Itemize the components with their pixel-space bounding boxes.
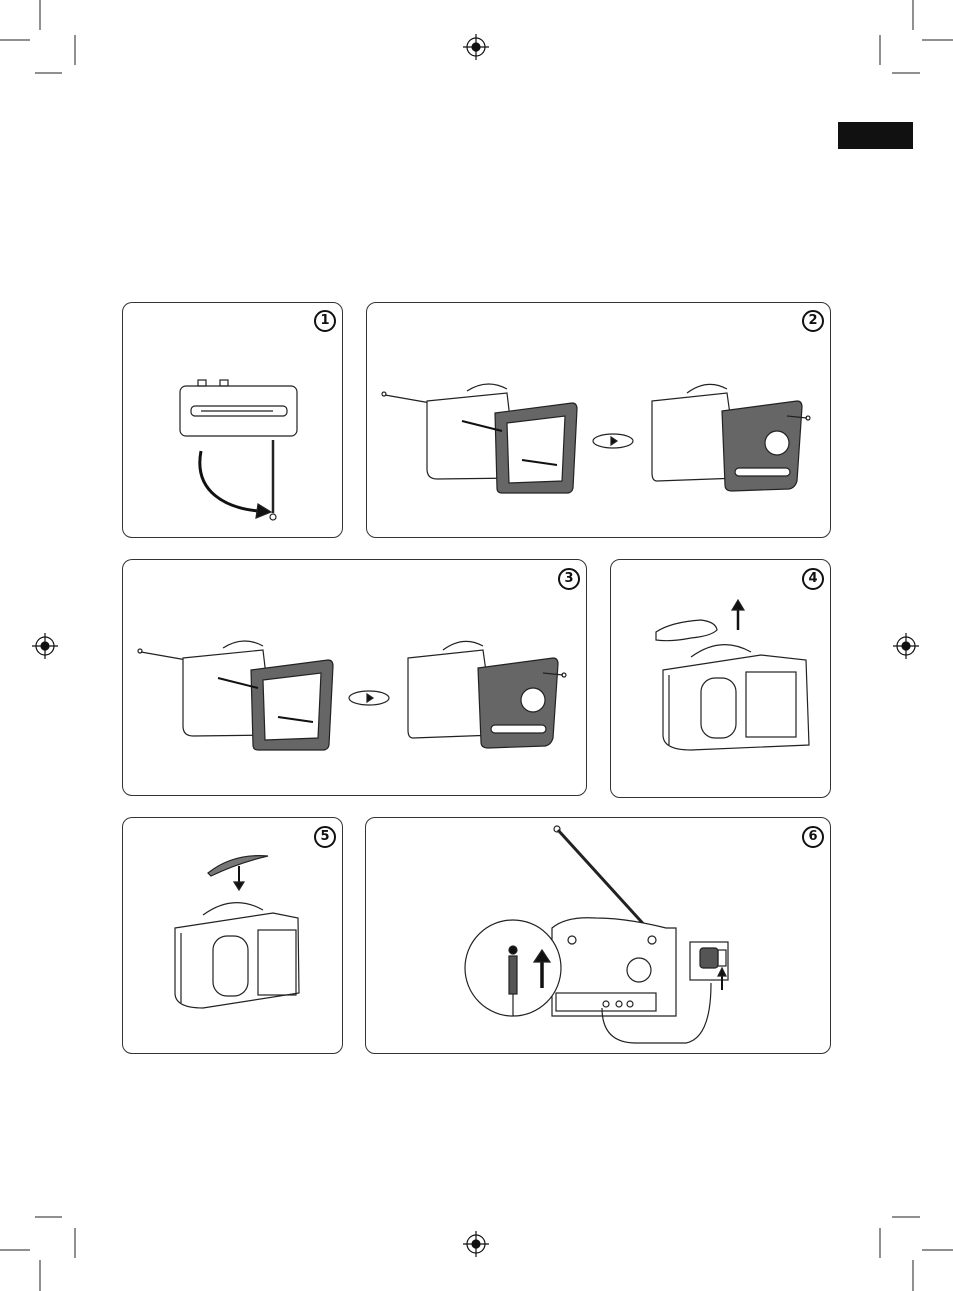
- step-panel-2: 2: [366, 302, 831, 538]
- arrow-up-icon: [732, 600, 744, 610]
- front-panel-replace-illustration: [367, 303, 832, 539]
- step-panel-1: 1: [122, 302, 343, 538]
- arrow-down-icon: [234, 882, 244, 890]
- step-panel-5: 5: [122, 817, 343, 1054]
- antenna-extend-illustration: [123, 303, 344, 539]
- connect-power-illustration: [366, 818, 832, 1055]
- step-number: 2: [802, 310, 824, 332]
- power-plug-icon: [700, 948, 718, 968]
- step-number: 1: [314, 310, 336, 332]
- step-number: 6: [802, 826, 824, 848]
- front-panel-replace-illustration: [123, 560, 588, 797]
- language-tab: [838, 122, 913, 149]
- step-number: 4: [802, 568, 824, 590]
- step-panel-3: 3: [122, 559, 587, 796]
- lift-handle-illustration: [611, 560, 832, 799]
- step-panel-4: 4: [610, 559, 831, 798]
- hand-icon: [656, 620, 717, 641]
- step-number: 5: [314, 826, 336, 848]
- fold-handle-illustration: [123, 818, 344, 1055]
- step-panel-6: 6: [365, 817, 831, 1054]
- step-number: 3: [558, 568, 580, 590]
- registration-mark-icon: [463, 34, 489, 60]
